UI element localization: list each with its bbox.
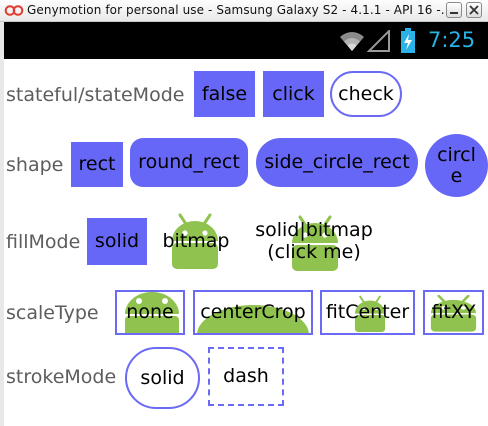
button-label: click [272, 82, 315, 105]
button-label: side_circle_rect [264, 151, 410, 173]
button-label: false [201, 82, 248, 105]
stateful-check-button[interactable]: check [330, 71, 402, 117]
button-label: solid|bitmap (click me) [255, 219, 373, 263]
button-label: none [126, 301, 174, 323]
fillmode-solid-button[interactable]: solid [87, 218, 147, 265]
scaletype-fitcenter-button[interactable]: fitCenter [320, 290, 415, 335]
status-clock: 7:25 [428, 28, 476, 52]
button-label: solid [140, 366, 185, 389]
button-label: centerCrop [200, 301, 306, 323]
row-label-shape: shape [6, 154, 64, 176]
button-label: round_rect [138, 151, 240, 173]
row-label-scaletype: scaleType [6, 302, 99, 324]
button-label: fitCenter [325, 301, 410, 323]
row-label-stateful: stateful/stateMode [6, 84, 185, 106]
shape-round-rect-button[interactable]: round_rect [130, 138, 248, 187]
android-status-bar: 7:25 [4, 22, 488, 59]
wifi-icon [340, 32, 364, 51]
shape-side-circle-rect-button[interactable]: side_circle_rect [256, 138, 418, 187]
minimize-icon [450, 12, 458, 14]
fillmode-bitmap-button[interactable]: bitmap [156, 209, 236, 273]
stateful-click-button[interactable]: click [263, 71, 324, 117]
strokemode-dash-button[interactable]: dash [208, 347, 284, 406]
button-label: circle [437, 143, 476, 187]
demo-content: stateful/stateMode false click check sha… [4, 59, 488, 426]
button-label: rect [78, 153, 116, 175]
stateful-false-button[interactable]: false [194, 71, 255, 117]
button-label: solid [94, 230, 140, 252]
genymotion-logo-icon [4, 5, 24, 16]
window-titlebar: Genymotion for personal use - Samsung Ga… [0, 0, 488, 22]
shape-circle-button[interactable]: circle [425, 134, 488, 197]
window-title: Genymotion for personal use - Samsung Ga… [27, 3, 453, 17]
window-border [0, 22, 4, 426]
row-label-strokemode: strokeMode [6, 366, 117, 388]
close-icon [469, 5, 479, 15]
scaletype-none-button[interactable]: none [115, 290, 185, 335]
shape-rect-button[interactable]: rect [71, 142, 123, 187]
android-robot-icon [354, 295, 386, 332]
battery-charging-icon [401, 28, 415, 53]
strokemode-solid-button[interactable]: solid [125, 347, 200, 409]
fillmode-solid-bitmap-button[interactable]: solid|bitmap (click me) [244, 209, 384, 273]
button-label: check [338, 82, 394, 105]
close-button[interactable] [466, 2, 482, 18]
android-robot-icon [172, 213, 218, 269]
android-robot-icon [197, 300, 309, 333]
signal-icon [367, 30, 390, 52]
scaletype-centercrop-button[interactable]: centerCrop [193, 290, 313, 335]
android-robot-icon [430, 294, 477, 332]
android-robot-icon [125, 292, 179, 333]
row-label-fillmode: fillMode [6, 231, 81, 253]
button-label: dash [223, 365, 269, 387]
button-label: fitXY [431, 301, 476, 323]
android-robot-icon [292, 215, 338, 271]
minimize-button[interactable] [446, 2, 462, 18]
button-label: bitmap [162, 229, 230, 252]
scaletype-fitxy-button[interactable]: fitXY [423, 290, 484, 335]
